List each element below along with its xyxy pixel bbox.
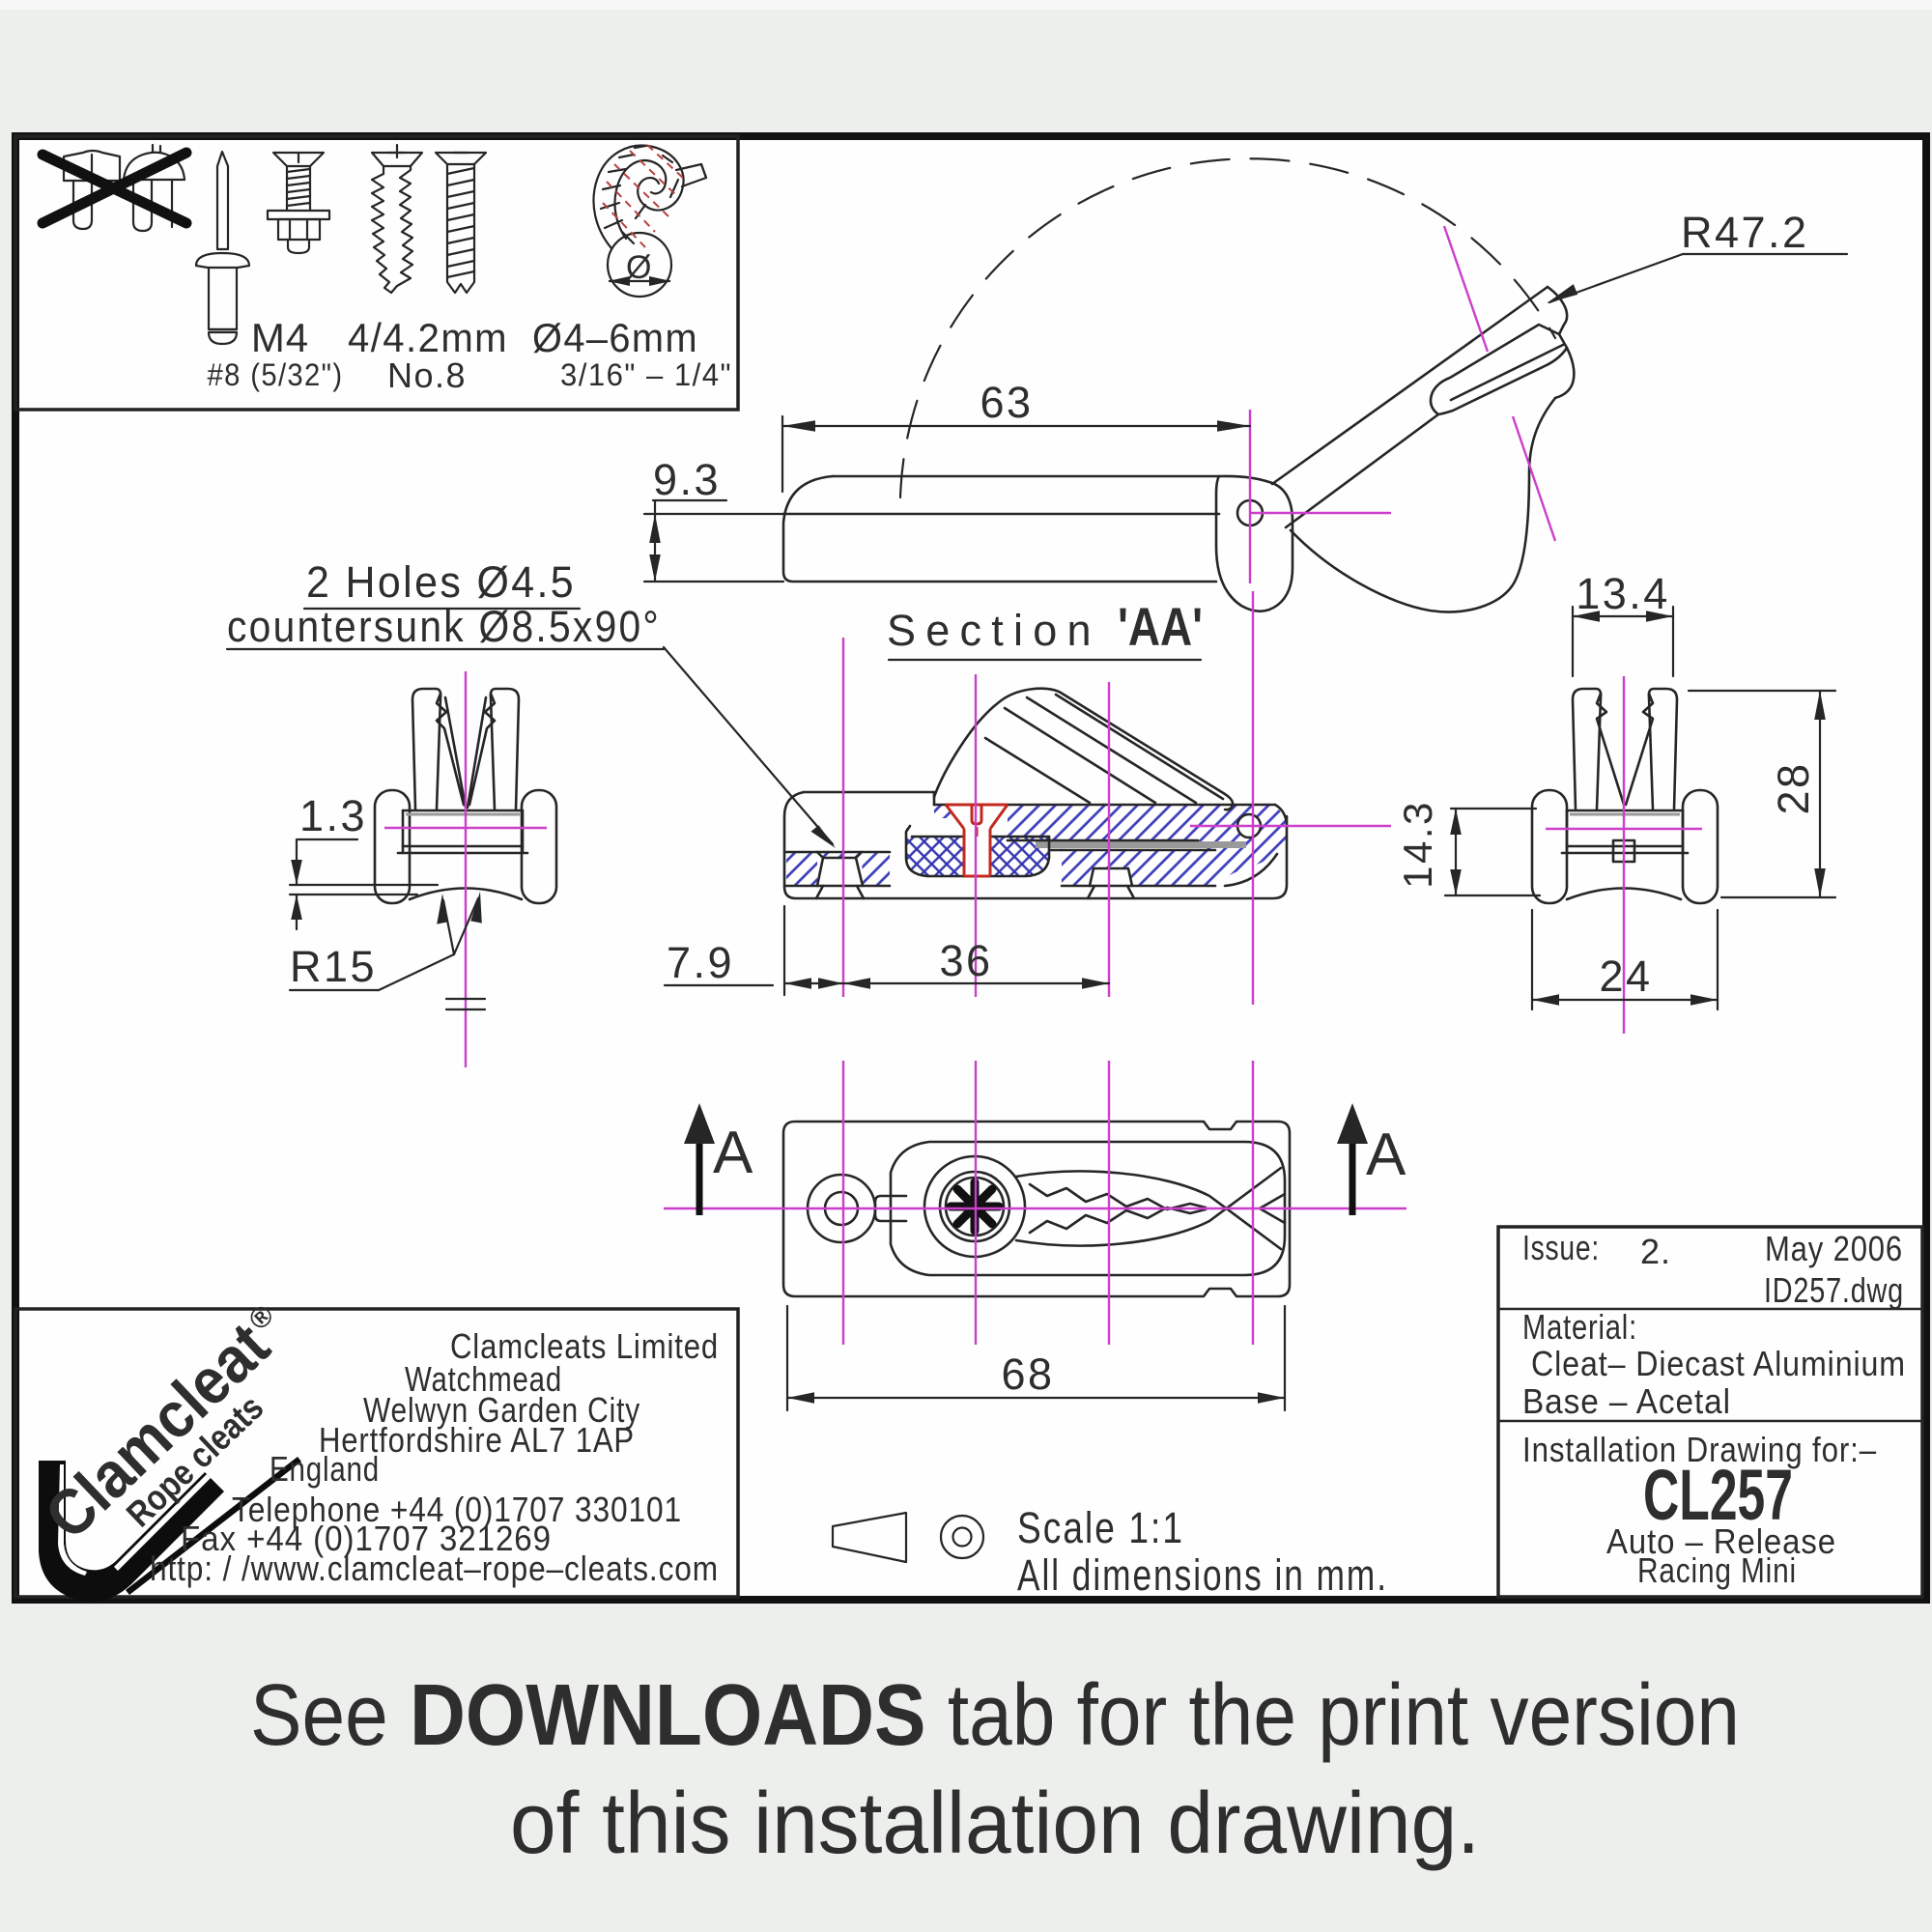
svg-text:1.3: 1.3	[299, 791, 367, 840]
svg-text:9.3: 9.3	[653, 455, 721, 504]
svg-text:May 2006: May 2006	[1765, 1229, 1903, 1268]
svg-text:Cleat– Diecast Aluminium: Cleat– Diecast Aluminium	[1531, 1344, 1906, 1383]
svg-text:http: / /www.clamcleat–rope–cl: http: / /www.clamcleat–rope–cleats.com	[150, 1548, 719, 1588]
svg-text:R47.2: R47.2	[1681, 208, 1809, 257]
svg-text:4/4.2mm: 4/4.2mm	[348, 315, 508, 360]
svg-text:2 Holes Ø4.5: 2 Holes Ø4.5	[306, 557, 576, 607]
svg-text:Auto – Release: Auto – Release	[1606, 1521, 1836, 1561]
svg-text:Base – Acetal: Base – Acetal	[1522, 1381, 1731, 1421]
svg-text:Scale 1:1: Scale 1:1	[1017, 1503, 1184, 1552]
svg-text:'AA': 'AA'	[1118, 596, 1203, 657]
svg-text:Racing Mini: Racing Mini	[1637, 1550, 1797, 1590]
svg-text:of this installation drawing.: of this installation drawing.	[510, 1776, 1480, 1872]
svg-text:See DOWNLOADS tab for the prin: See DOWNLOADS tab for the print version	[250, 1667, 1740, 1764]
svg-text:13.4: 13.4	[1576, 569, 1670, 618]
svg-text:Clamcleats Limited: Clamcleats Limited	[450, 1326, 719, 1366]
svg-text:7.9: 7.9	[667, 938, 734, 987]
svg-text:Hertfordshire AL7 1AP: Hertfordshire AL7 1AP	[319, 1420, 635, 1460]
svg-text:A: A	[713, 1120, 753, 1186]
svg-text:No.8: No.8	[387, 355, 467, 395]
svg-text:68: 68	[1001, 1350, 1054, 1399]
svg-text:Telephone +44 (0)1707 330101: Telephone +44 (0)1707 330101	[232, 1490, 682, 1529]
svg-text:Material:: Material:	[1522, 1307, 1637, 1347]
svg-text:R15: R15	[290, 942, 377, 991]
svg-text:England: England	[270, 1449, 380, 1489]
svg-text:28: 28	[1769, 761, 1818, 814]
svg-text:ID257.dwg: ID257.dwg	[1764, 1270, 1904, 1310]
svg-text:Installation Drawing for:–: Installation Drawing for:–	[1522, 1430, 1877, 1469]
svg-text:Issue:: Issue:	[1522, 1228, 1600, 1267]
svg-text:Fax +44 (0)1707 321269: Fax +44 (0)1707 321269	[181, 1519, 552, 1558]
svg-text:CL257: CL257	[1643, 1455, 1793, 1535]
svg-text:countersunk Ø8.5x90°: countersunk Ø8.5x90°	[227, 602, 661, 651]
svg-text:A: A	[1366, 1122, 1406, 1188]
svg-text:Ø: Ø	[626, 249, 653, 286]
svg-text:24: 24	[1599, 952, 1652, 1001]
svg-text:14.3: 14.3	[1395, 800, 1440, 889]
svg-text:3/16" – 1/4": 3/16" – 1/4"	[560, 357, 732, 392]
svg-text:Ø4–6mm: Ø4–6mm	[532, 315, 698, 360]
svg-text:36: 36	[939, 936, 992, 985]
svg-text:#8 (5/32"): #8 (5/32")	[208, 357, 344, 392]
svg-text:2.: 2.	[1640, 1232, 1671, 1271]
svg-text:All dimensions in mm.: All dimensions in mm.	[1017, 1550, 1388, 1600]
svg-text:63: 63	[980, 378, 1033, 427]
svg-text:Welwyn Garden City: Welwyn Garden City	[363, 1390, 640, 1430]
svg-text:M4: M4	[251, 315, 309, 360]
svg-text:Watchmead: Watchmead	[405, 1359, 562, 1399]
